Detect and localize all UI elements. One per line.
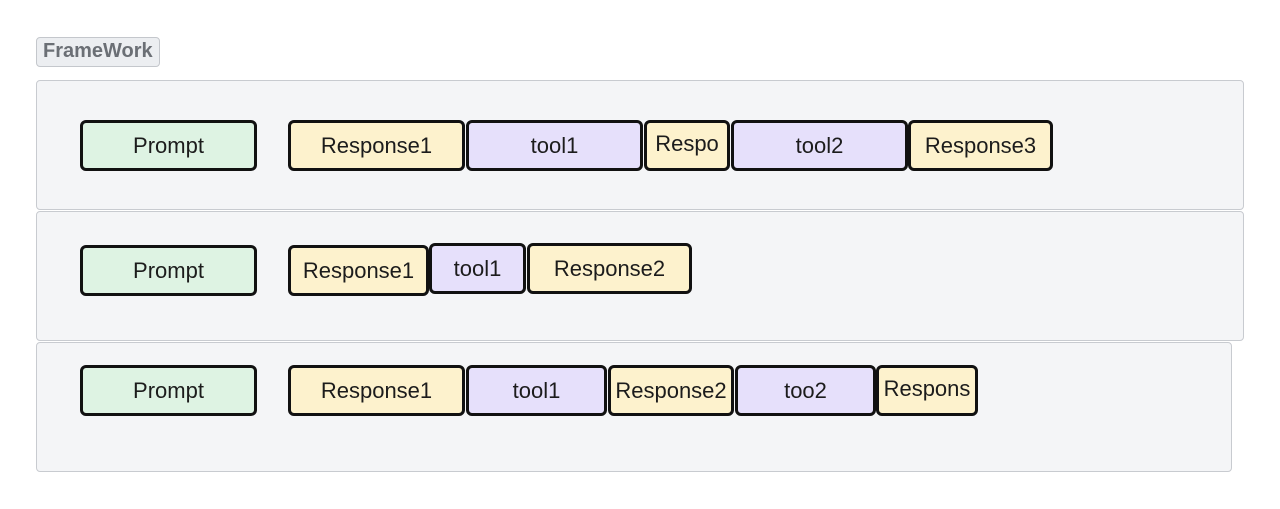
response-block: Response3 [908,120,1053,171]
response-block: Response1 [288,245,429,296]
prompt-block: Prompt [80,365,257,416]
framework-title: FrameWork [36,37,160,67]
response-block: Respons [876,365,978,416]
response-block: Respo [644,120,730,171]
tool-block: tool2 [731,120,908,171]
prompt-block: Prompt [80,245,257,296]
response-block: Response1 [288,120,465,171]
tool-block: tool1 [466,120,643,171]
tool-block: too2 [735,365,876,416]
tool-block: tool1 [429,243,526,294]
response-block: Response2 [527,243,692,294]
tool-block: tool1 [466,365,607,416]
response-block: Response2 [608,365,734,416]
response-block: Response1 [288,365,465,416]
prompt-block: Prompt [80,120,257,171]
